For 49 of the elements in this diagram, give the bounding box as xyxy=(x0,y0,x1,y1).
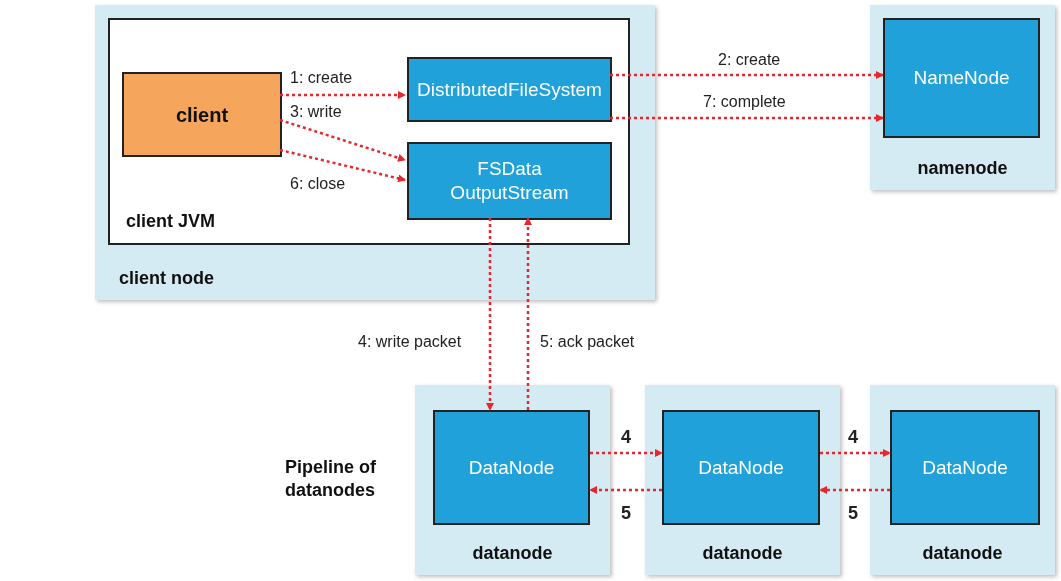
arrow xyxy=(820,449,891,457)
node-panel xyxy=(645,385,840,575)
process-box xyxy=(407,142,612,220)
node-label: client JVM xyxy=(125,210,217,233)
edge-label: 5: ack packet xyxy=(540,332,635,352)
pipeline-label: Pipeline of datanodes xyxy=(285,456,377,501)
node-panel xyxy=(870,5,1055,190)
process-box xyxy=(883,18,1040,138)
arrow xyxy=(589,486,662,494)
jvm-box xyxy=(108,18,630,245)
arrow xyxy=(610,114,884,122)
node-label: DataNode xyxy=(697,455,785,480)
node-panel xyxy=(95,5,655,300)
edge-label: 5 xyxy=(848,502,858,525)
node-label: datanode xyxy=(471,542,554,565)
node-label: DataNode xyxy=(921,455,1009,480)
edge-label: 5 xyxy=(621,502,631,525)
edge-label: 6: close xyxy=(290,174,346,194)
edge-label: 4 xyxy=(621,426,631,449)
edge-label: 1: create xyxy=(290,68,353,88)
node-label: datanode xyxy=(921,542,1004,565)
arrow xyxy=(486,218,494,411)
node-label: namenode xyxy=(916,157,1009,180)
arrow xyxy=(280,91,406,99)
process-box xyxy=(433,410,590,525)
arrow xyxy=(819,486,890,494)
arrow xyxy=(279,148,406,183)
edge-label: 2: create xyxy=(718,50,781,70)
arrow xyxy=(610,71,884,79)
arrow xyxy=(524,217,532,410)
edge-label: 3: write xyxy=(290,102,342,122)
node-label: FSData OutputStream xyxy=(449,157,570,205)
edge-label: 4 xyxy=(848,426,858,449)
client-box xyxy=(122,72,282,157)
node-label: NameNode xyxy=(912,66,1011,90)
node-label: client node xyxy=(118,267,215,290)
node-panel xyxy=(870,385,1055,575)
node-label: DistributedFileSystem xyxy=(416,77,603,102)
node-label: DataNode xyxy=(467,455,556,480)
node-label: client xyxy=(175,102,229,128)
process-box xyxy=(407,57,612,122)
process-box xyxy=(890,410,1040,525)
arrow xyxy=(279,118,406,162)
edge-label: 4: write packet xyxy=(358,332,462,352)
node-panel xyxy=(415,385,610,575)
edge-label: 7: complete xyxy=(703,92,786,112)
arrow xyxy=(590,449,663,457)
node-label: datanode xyxy=(701,542,784,565)
process-box xyxy=(662,410,820,525)
